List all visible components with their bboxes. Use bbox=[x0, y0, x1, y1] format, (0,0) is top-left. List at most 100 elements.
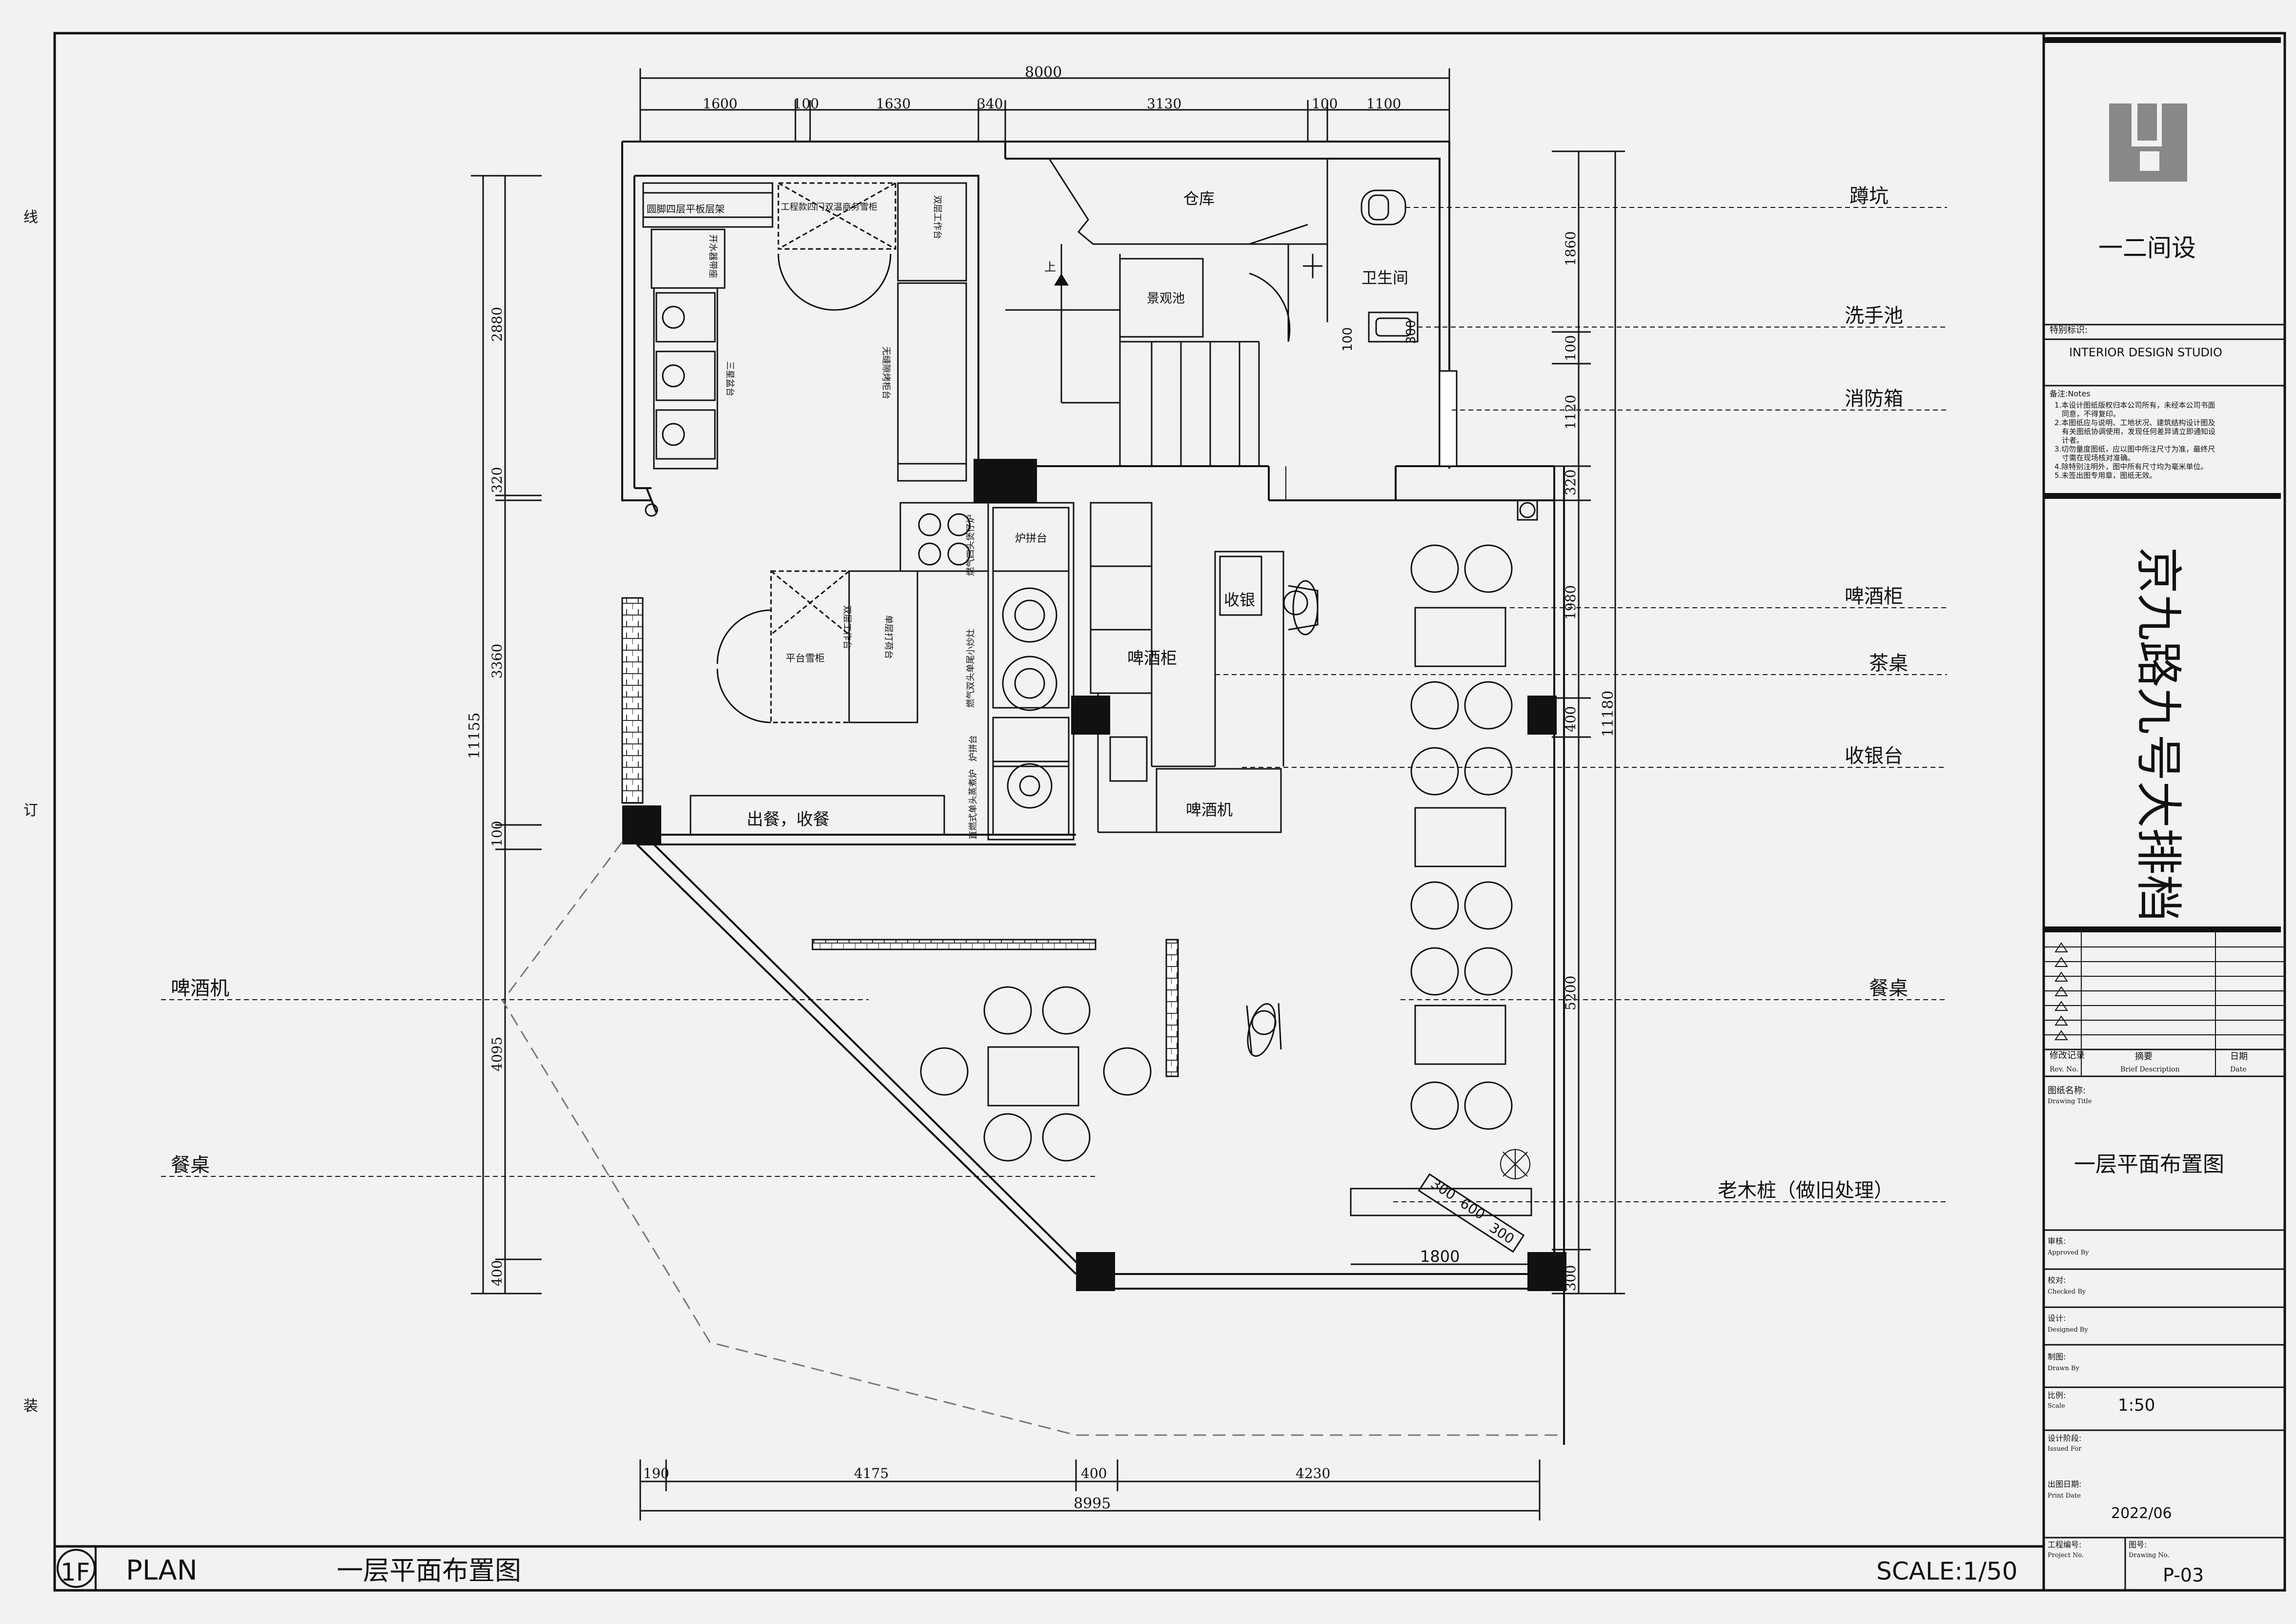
floor-label: 1F bbox=[61, 1558, 90, 1586]
brick-wall-top bbox=[812, 939, 1097, 950]
svg-text:1.本设计图纸版权归本公司所有，未经本公司书面: 1.本设计图纸版权归本公司所有，未经本公司书面 bbox=[2054, 401, 2215, 410]
dining-tables-center bbox=[920, 986, 1152, 1162]
callout-tea-table: 茶桌 bbox=[1869, 652, 1908, 675]
svg-text:计者。: 计者。 bbox=[2062, 436, 2084, 445]
drawing-title-label: 图纸名称: bbox=[2048, 1086, 2086, 1096]
room-pond: 景观池 bbox=[1147, 291, 1185, 306]
tap-icon bbox=[1303, 254, 1322, 278]
structural-columns bbox=[622, 459, 1566, 1291]
dim-right-2: 100 bbox=[1563, 335, 1579, 361]
plant-icon bbox=[1500, 1149, 1530, 1179]
plan-label: PLAN bbox=[126, 1555, 197, 1586]
person-cashier-icon bbox=[1283, 580, 1319, 636]
dim-top-7: 1100 bbox=[1366, 96, 1401, 112]
callout-table: 餐桌 bbox=[1869, 977, 1908, 1000]
wood-bench bbox=[1350, 1188, 1532, 1216]
label-single-bench: 单层打荷台 bbox=[883, 615, 894, 659]
dim-bottom-2: 4175 bbox=[854, 1465, 889, 1481]
drawing-no-label: 图号: bbox=[2129, 1540, 2147, 1549]
diagonal-wall bbox=[636, 843, 1089, 1275]
dim-left-2: 320 bbox=[489, 467, 505, 493]
brick-wall-mid bbox=[1165, 939, 1179, 1077]
print-date-en: Print Date bbox=[2048, 1492, 2081, 1500]
notes-list: 1.本设计图纸版权归本公司所有，未经本公司书面 同意，不得复印。 2.本图纸应与… bbox=[2054, 401, 2215, 480]
dim-right-7: 5200 bbox=[1563, 976, 1579, 1010]
notes-label: 备注:Notes bbox=[2050, 389, 2091, 398]
project-no-label: 工程编号: bbox=[2048, 1540, 2081, 1549]
callout-leaders bbox=[161, 207, 1947, 1202]
label-stove-bottom: 炉拼台 bbox=[968, 735, 978, 761]
issued-label: 设计阶段: bbox=[2048, 1434, 2081, 1443]
svg-text:有关图纸协调使用，发现任何差异请立即通知设: 有关图纸协调使用，发现任何差异请立即通知设 bbox=[2062, 427, 2215, 436]
side-mark-middle: 订 bbox=[23, 802, 38, 819]
bar-furniture bbox=[1090, 499, 1538, 833]
dining-tables-right bbox=[1410, 544, 1513, 1130]
dim-right-6: 400 bbox=[1563, 706, 1579, 732]
studio-name: 一二间设 bbox=[2098, 234, 2196, 262]
stairs bbox=[1005, 158, 1328, 466]
svg-text:2.本图纸应与说明、工地状况、建筑结构设计图及: 2.本图纸应与说明、工地状况、建筑结构设计图及 bbox=[2054, 418, 2215, 427]
callout-squat: 蹲坑 bbox=[1849, 185, 1889, 207]
svg-text:寸需在现场核对准确。: 寸需在现场核对准确。 bbox=[2062, 453, 2135, 462]
dim-right-1: 1860 bbox=[1563, 231, 1579, 266]
callout-beer-cabinet: 啤酒柜 bbox=[1845, 585, 1903, 608]
dim-lines-bottom bbox=[639, 1460, 1541, 1521]
scale-label: SCALE:1/50 bbox=[1876, 1557, 2017, 1585]
drawing-title: 一层平面布置图 bbox=[2074, 1152, 2224, 1177]
dim-top-3: 1630 bbox=[876, 96, 911, 112]
approved-label: 审核: bbox=[2048, 1236, 2066, 1246]
dim-right-3: 1120 bbox=[1563, 395, 1579, 430]
wood-stump-dims bbox=[1418, 1173, 1525, 1253]
revision-triangle-icons bbox=[2054, 942, 2068, 1040]
room-wc: 卫生间 bbox=[1361, 268, 1408, 287]
dim-left-4: 100 bbox=[489, 821, 505, 847]
callout-beer-machine-left: 啤酒机 bbox=[171, 977, 229, 1000]
label-double-bench: 双层工作台 bbox=[932, 195, 942, 239]
title-block bbox=[2044, 37, 2285, 1590]
dim-100-wc: 100 bbox=[1341, 327, 1355, 351]
stove-burner-icons bbox=[645, 306, 1057, 809]
dim-top-total: 8000 bbox=[1025, 64, 1062, 81]
label-gas4: 燃气四头煲仔炉 bbox=[966, 514, 976, 576]
svg-text:3.切勿量度图纸，应以图中所注尺寸为准，最终尺: 3.切勿量度图纸，应以图中所注尺寸为准，最终尺 bbox=[2054, 445, 2215, 453]
scale-value: 1:50 bbox=[2118, 1396, 2155, 1415]
label-double-fridge: 双层工作台 bbox=[842, 605, 852, 649]
plan-title: 一层平面布置图 bbox=[337, 1555, 521, 1586]
label-fridge4: 工程款四门双温商务雪柜 bbox=[781, 202, 877, 212]
dim-top-2: 100 bbox=[793, 96, 819, 112]
rev-label-en: Rev. No. bbox=[2050, 1066, 2078, 1073]
dim-top-5: 3130 bbox=[1147, 96, 1181, 112]
stair-up-arrow-icon bbox=[1054, 273, 1069, 286]
dim-lines-top bbox=[639, 68, 1450, 142]
date-label: 日期 bbox=[2230, 1051, 2248, 1062]
dim-bottom-1: 190 bbox=[643, 1465, 669, 1481]
callout-washbasin: 洗手池 bbox=[1845, 305, 1903, 327]
dim-left-3: 3360 bbox=[489, 644, 505, 678]
callout-fire-box: 消防箱 bbox=[1845, 388, 1903, 410]
dim-300-wc: 300 bbox=[1404, 320, 1419, 344]
side-mark-bottom: 装 bbox=[23, 1398, 38, 1415]
label-shelf: 圆脚四层平板层架 bbox=[647, 203, 725, 215]
project-name: 京九路九号大排档 bbox=[2131, 547, 2186, 922]
dim-right-total: 11180 bbox=[1600, 691, 1617, 737]
studio-en: INTERIOR DESIGN STUDIO bbox=[2069, 346, 2222, 359]
svg-text:4.除特别注明外，图中所有尺寸均为毫米单位。: 4.除特别注明外，图中所有尺寸均为毫米单位。 bbox=[2054, 462, 2208, 471]
dim-lines-right bbox=[1552, 150, 1625, 1295]
desc-label-en: Brief Description bbox=[2120, 1066, 2180, 1073]
issued-en: Issued For bbox=[2048, 1445, 2082, 1453]
brick-wall-left bbox=[621, 597, 644, 804]
dim-lines-left bbox=[471, 175, 542, 1295]
drawn-label: 制图: bbox=[2048, 1352, 2066, 1361]
room-cashier: 收银 bbox=[1224, 591, 1255, 609]
drawing-frame bbox=[53, 32, 2286, 1592]
label-sink3: 三星盆台 bbox=[725, 361, 735, 396]
dim-top-4: 340 bbox=[977, 96, 1003, 112]
svg-text:5.未签出图专用章，图纸无效。: 5.未签出图专用章，图纸无效。 bbox=[2054, 471, 2156, 480]
drawing-title-en: Drawing Title bbox=[2048, 1098, 2092, 1105]
dim-top-6: 100 bbox=[1312, 96, 1338, 112]
kitchen-equipment bbox=[642, 182, 1075, 841]
person-standing-icon bbox=[1246, 1003, 1282, 1057]
label-sink-bench: 开水器带座 bbox=[708, 234, 718, 278]
studio-logo-icon bbox=[2109, 103, 2187, 182]
